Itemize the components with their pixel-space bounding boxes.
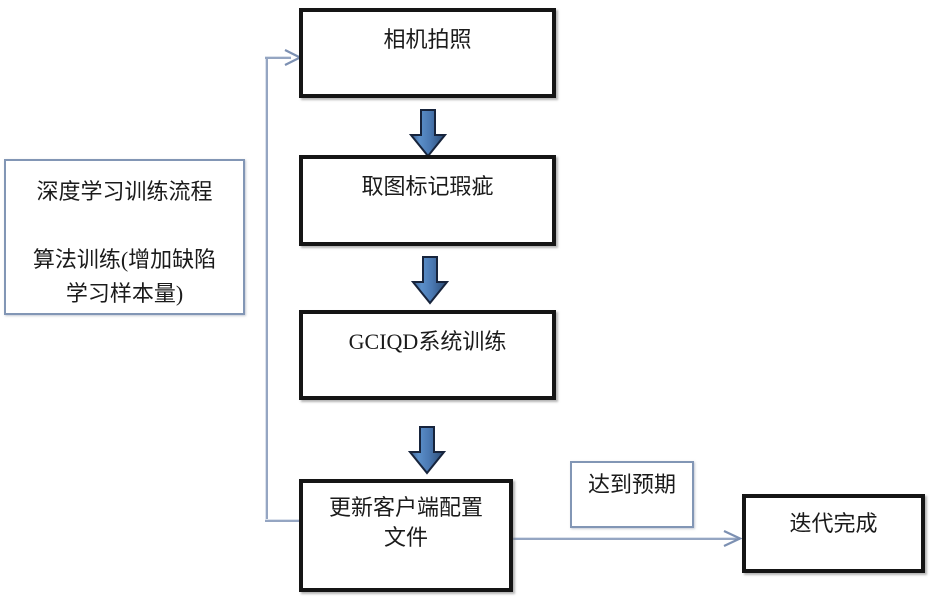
node-update-client-config[interactable]: 更新客户端配置 文件	[299, 479, 513, 592]
feedback-loop-vertical-line	[265, 57, 268, 522]
feedback-loop-bottom-line	[265, 519, 301, 522]
feedback-loop-top-line	[265, 56, 291, 59]
node-camera-capture-label: 相机拍照	[383, 27, 472, 52]
right-arrow-icon	[723, 530, 743, 547]
node-update-client-config-label: 更新客户端配置 文件	[328, 495, 483, 550]
down-arrow-icon	[410, 256, 450, 305]
training-process-description-text: 深度学习训练流程 算法训练(增加缺陷 学习样本量)	[32, 179, 217, 306]
node-mark-defects-label: 取图标记瑕疵	[361, 174, 494, 199]
node-gciqd-training-label: GCIQD系统训练	[348, 329, 507, 354]
node-camera-capture[interactable]: 相机拍照	[299, 8, 556, 98]
success-path-line	[512, 537, 740, 540]
edge-label-meets-expectation: 达到预期	[570, 461, 694, 528]
down-arrow-icon	[408, 109, 448, 158]
node-iteration-complete[interactable]: 迭代完成	[742, 494, 925, 573]
node-mark-defects[interactable]: 取图标记瑕疵	[299, 155, 556, 246]
down-arrow-icon	[407, 426, 447, 475]
training-process-description-box: 深度学习训练流程 算法训练(增加缺陷 学习样本量)	[4, 159, 245, 315]
edge-label-meets-expectation-text: 达到预期	[587, 472, 676, 497]
node-iteration-complete-label: 迭代完成	[789, 511, 878, 536]
node-gciqd-training[interactable]: GCIQD系统训练	[299, 310, 556, 400]
